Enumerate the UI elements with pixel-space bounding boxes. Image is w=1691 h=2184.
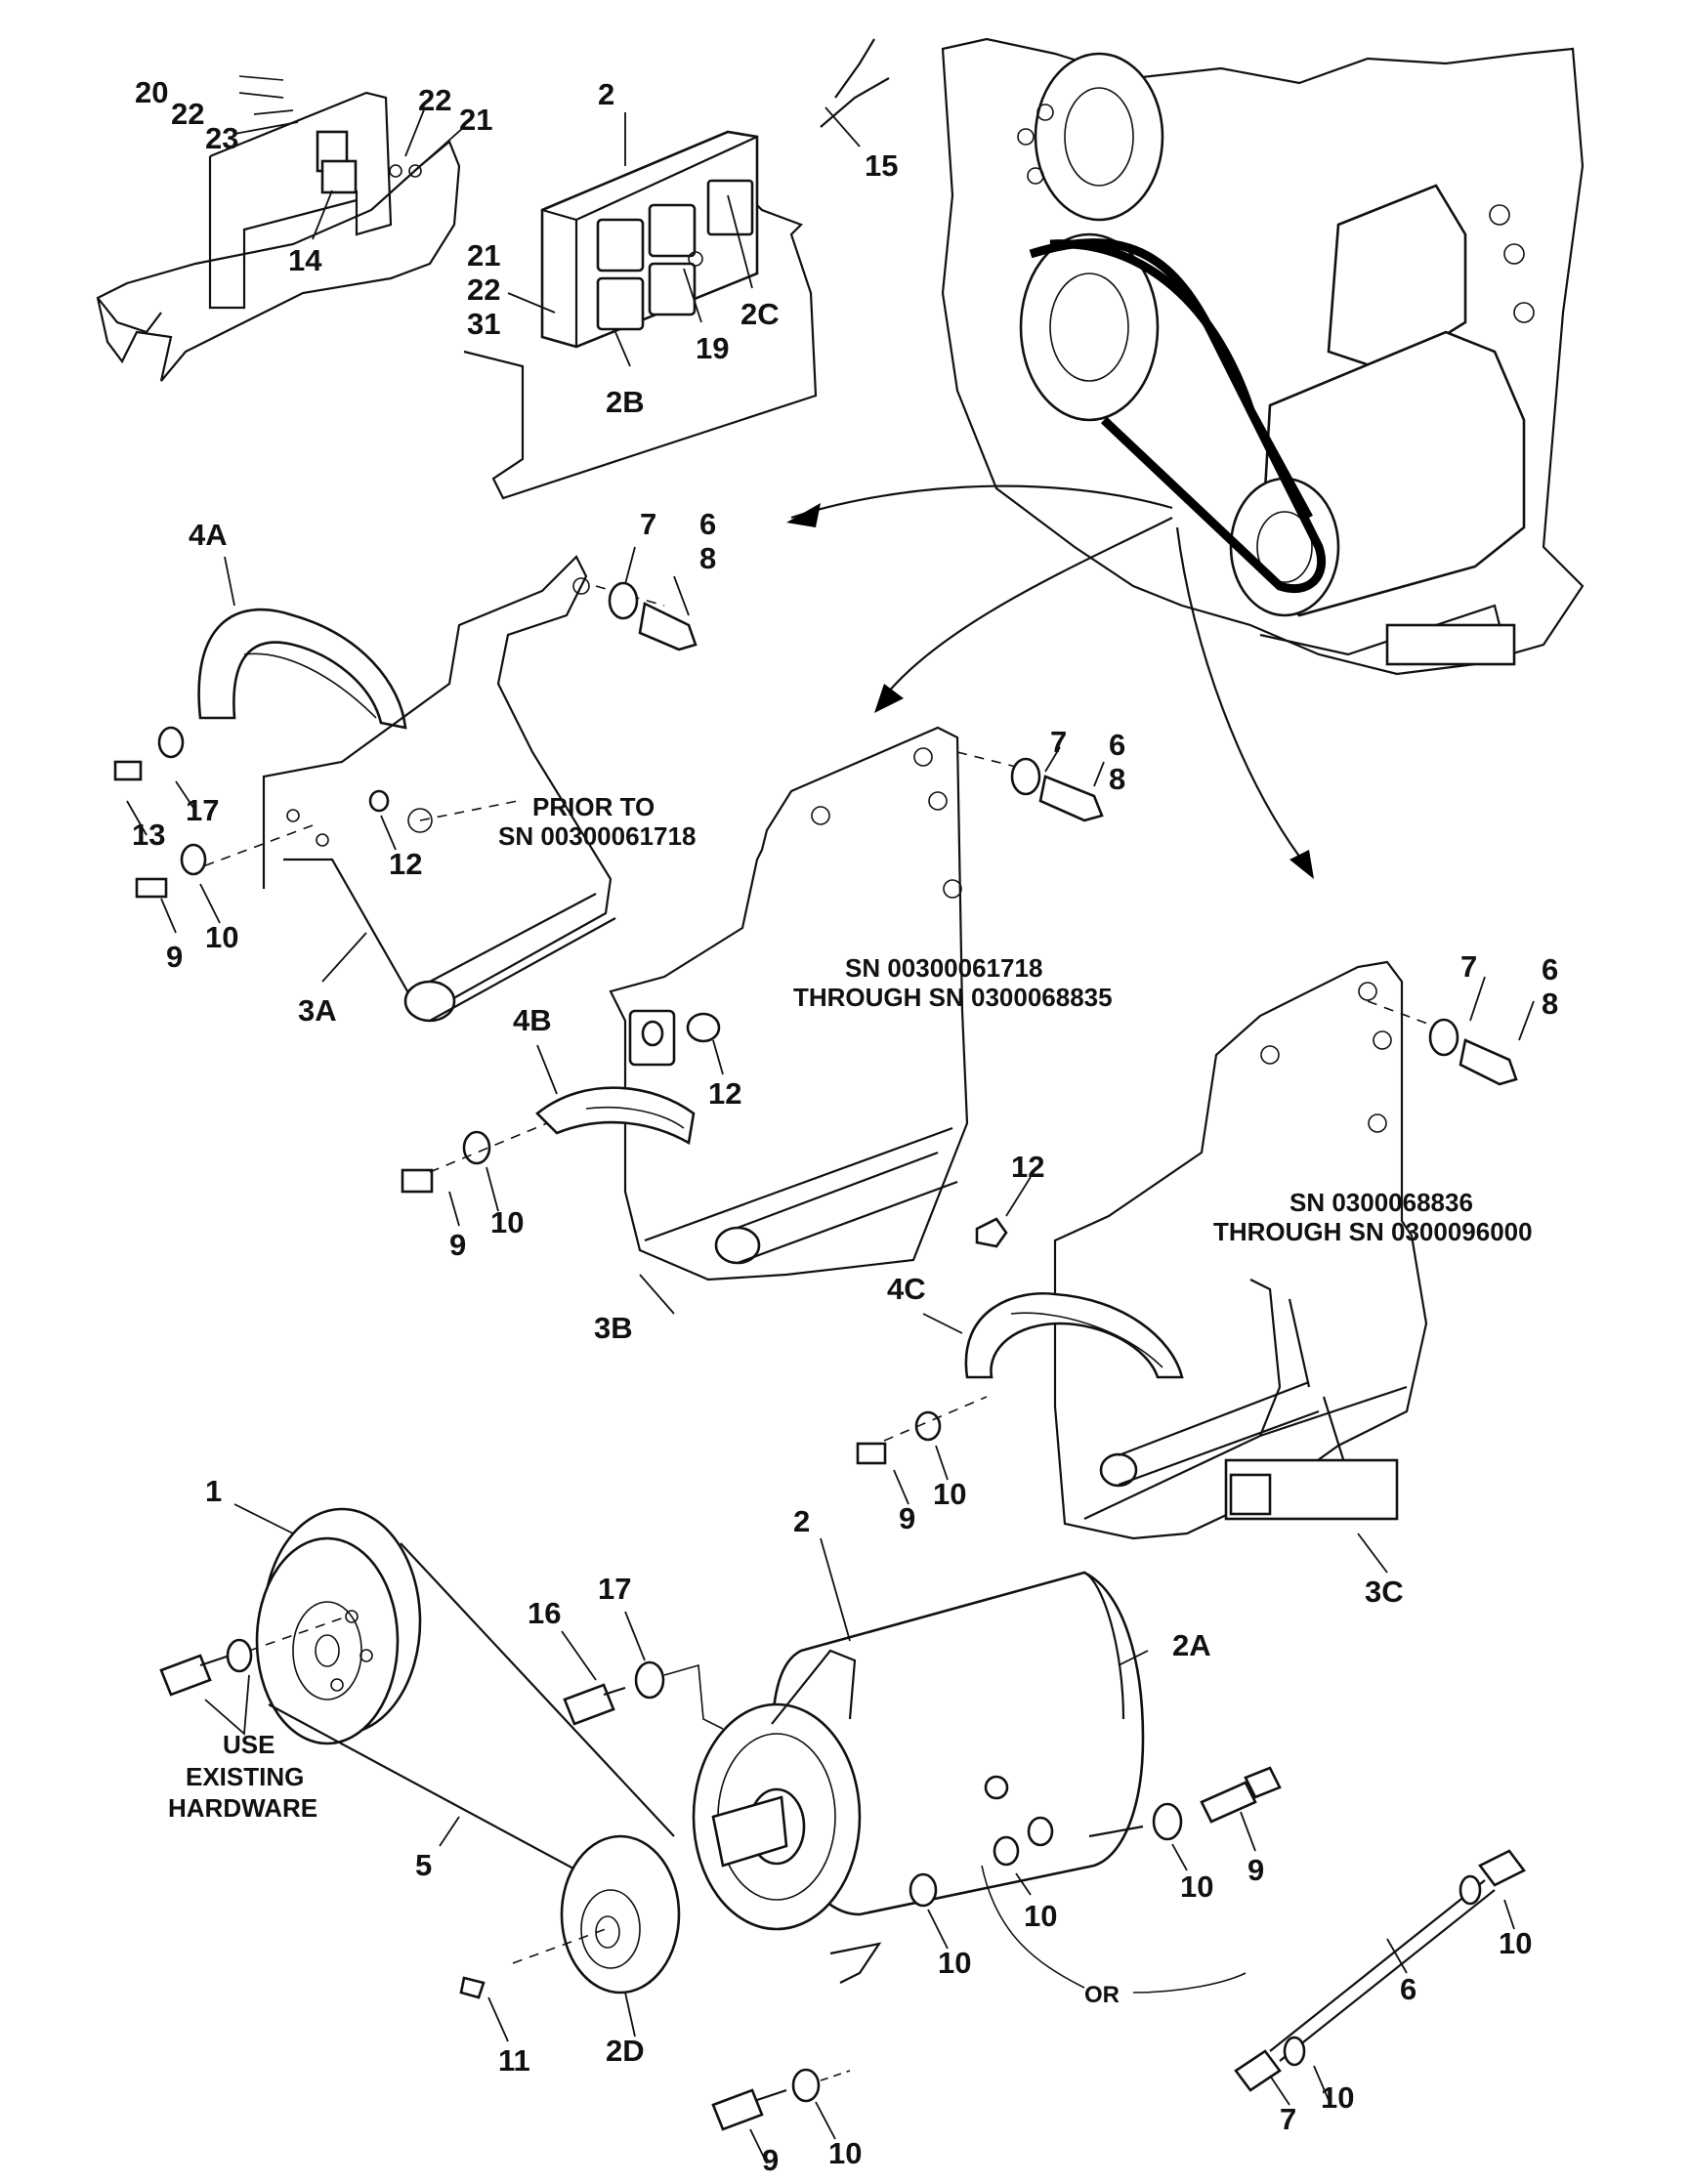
- callout-10: 10: [205, 920, 238, 954]
- callout-21: 21: [459, 103, 492, 137]
- callout-14: 14: [288, 243, 322, 277]
- callout-31: 31: [467, 307, 500, 341]
- callout-10: 10: [1499, 1926, 1532, 1960]
- callout-8: 8: [1109, 762, 1125, 796]
- callout-22: 22: [171, 97, 204, 131]
- bracket-3a-assembly: [113, 546, 698, 1023]
- callout-9: 9: [762, 2143, 779, 2177]
- callout-3b: 3B: [594, 1311, 633, 1345]
- callout-8: 8: [699, 541, 716, 575]
- relay-bracket-assembly: [96, 75, 465, 382]
- callout-10: 10: [933, 1477, 966, 1511]
- outlet-box-assembly: [463, 38, 890, 500]
- callout-3c: 3C: [1365, 1575, 1404, 1609]
- callout-7: 7: [1460, 949, 1477, 984]
- callout-5: 5: [415, 1848, 432, 1882]
- callout-2: 2: [793, 1504, 810, 1538]
- callout-2d: 2D: [606, 2034, 645, 2068]
- callout-21: 21: [467, 238, 500, 273]
- callout-3a: 3A: [298, 993, 337, 1028]
- note-existing: EXISTING: [186, 1762, 304, 1791]
- callout-17: 17: [186, 793, 219, 827]
- callout-8: 8: [1542, 987, 1558, 1021]
- callout-16: 16: [528, 1596, 561, 1630]
- callout-10: 10: [1321, 2080, 1354, 2115]
- note-sn-range-b-end: THROUGH SN 0300068835: [793, 983, 1113, 1012]
- note-prior-to: PRIOR TO: [532, 792, 655, 821]
- callout-12: 12: [708, 1076, 741, 1111]
- callout-15: 15: [865, 148, 898, 183]
- callout-1: 1: [205, 1474, 222, 1508]
- callout-9: 9: [166, 940, 183, 974]
- callout-22: 22: [467, 273, 500, 307]
- note-hardware: HARDWARE: [168, 1793, 317, 1823]
- callout-7: 7: [1050, 725, 1067, 759]
- bracket-3b-assembly: [401, 726, 1105, 1315]
- callout-7: 7: [640, 507, 656, 541]
- callout-4a: 4A: [189, 518, 228, 552]
- callout-4c: 4C: [887, 1272, 926, 1306]
- callout-2: 2: [598, 77, 614, 111]
- note-sn-range-b-start: SN 00300061718: [845, 953, 1042, 983]
- note-use: USE: [223, 1730, 275, 1759]
- callout-12: 12: [389, 847, 422, 881]
- callout-2b: 2B: [606, 385, 645, 419]
- engine-view: [941, 37, 1585, 676]
- callout-13: 13: [132, 818, 165, 852]
- note-sn-range-c-start: SN 0300068836: [1289, 1188, 1473, 1217]
- note-prior-sn: SN 00300061718: [498, 821, 696, 851]
- callout-arrows: [786, 484, 1314, 879]
- callout-10: 10: [938, 1946, 971, 1980]
- callout-9: 9: [449, 1228, 466, 1262]
- alternator-assembly: [159, 1503, 1526, 2164]
- callout-6: 6: [1400, 1972, 1416, 2006]
- callout-20: 20: [135, 75, 168, 109]
- callout-12: 12: [1011, 1150, 1044, 1184]
- callout-10: 10: [828, 2136, 862, 2170]
- bracket-3c-assembly: [856, 960, 1535, 1574]
- callout-4b: 4B: [513, 1003, 552, 1037]
- callout-23: 23: [205, 121, 238, 155]
- callout-6: 6: [1542, 952, 1558, 987]
- callout-10: 10: [1180, 1869, 1213, 1904]
- callout-2a: 2A: [1172, 1628, 1211, 1662]
- callout-9: 9: [1247, 1853, 1264, 1887]
- callout-6: 6: [1109, 728, 1125, 762]
- callout-10: 10: [1024, 1899, 1057, 1933]
- callout-19: 19: [696, 331, 729, 365]
- callout-9: 9: [899, 1501, 915, 1535]
- callout-2c: 2C: [740, 297, 780, 331]
- callout-11: 11: [498, 2043, 530, 2078]
- callout-labels: 20 22 23 22 21 14 2 15 21 22 31 19 2C 2B…: [132, 75, 1558, 2177]
- note-sn-range-c-end: THROUGH SN 0300096000: [1213, 1217, 1533, 1246]
- or-label: OR: [1084, 1982, 1120, 2008]
- callout-6: 6: [699, 507, 716, 541]
- callout-7: 7: [1280, 2102, 1296, 2136]
- callout-17: 17: [598, 1572, 631, 1606]
- callout-22: 22: [418, 83, 451, 117]
- callout-10: 10: [490, 1205, 524, 1239]
